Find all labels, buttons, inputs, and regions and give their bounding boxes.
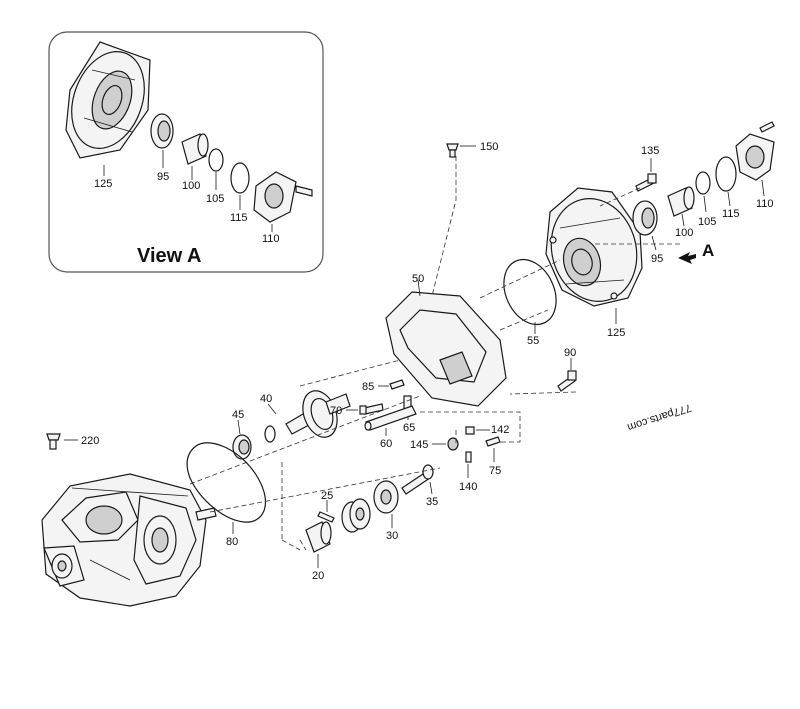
callout-150: 150: [480, 141, 498, 153]
callout-35: 35: [426, 496, 438, 508]
inset-callout-100: 100: [182, 180, 200, 192]
view-a-arrow: A: [678, 241, 714, 264]
sleeve-100: [667, 186, 695, 227]
housing-50: [385, 279, 507, 407]
spur-gear: [341, 498, 371, 533]
callout-142: 142: [491, 424, 509, 436]
inset-callout-110: 110: [262, 233, 280, 245]
view-arrow-label: A: [702, 241, 714, 260]
callout-25: 25: [321, 490, 333, 502]
watermark: 777parts.com: [626, 401, 693, 433]
inset-callout-125: 125: [94, 178, 112, 190]
sleeve-20: [305, 521, 332, 568]
callout-55: 55: [527, 335, 539, 347]
callout-110: 110: [756, 198, 774, 210]
part-75: [485, 436, 501, 447]
inset-callout-115: 115: [230, 212, 248, 224]
o-ring-55: [503, 258, 557, 334]
plug-220: [46, 433, 78, 450]
o-ring-115: [715, 156, 737, 207]
callout-145: 145: [410, 439, 428, 451]
gasket-80: [186, 442, 267, 534]
shaft-60: [364, 405, 417, 436]
pin-85: [378, 379, 405, 390]
callout-100: 100: [675, 227, 693, 239]
callout-45: 45: [232, 409, 244, 421]
callout-220: 220: [81, 435, 99, 447]
callout-50: 50: [412, 273, 424, 285]
plug-150: [446, 143, 476, 158]
bolt-35: [401, 464, 434, 495]
callout-105: 105: [698, 216, 716, 228]
flange-30: [373, 480, 399, 528]
view-a-inset: 125 95 100 105 115 110 View A: [48, 31, 324, 273]
snap-ring-gear: [264, 425, 276, 443]
callout-30: 30: [386, 530, 398, 542]
bearing-95: [632, 200, 658, 251]
small-parts-group: [432, 426, 501, 478]
callout-90: 90: [564, 347, 576, 359]
callout-75: 75: [489, 465, 501, 477]
callout-20: 20: [312, 570, 324, 582]
inset-sleeve: [181, 133, 209, 165]
part-140: [465, 451, 472, 463]
cap-110: [735, 121, 775, 197]
inset-snap-ring: [208, 148, 224, 172]
callout-60: 60: [380, 438, 392, 450]
inset-bearing: [150, 113, 174, 149]
callout-70: 70: [330, 405, 342, 417]
part-142: [465, 426, 475, 435]
callout-80: 80: [226, 536, 238, 548]
pin-25: [317, 500, 335, 523]
bearing-45: [232, 419, 252, 460]
callout-125: 125: [607, 327, 625, 339]
cover-125: [545, 187, 643, 324]
screw-70: [346, 403, 384, 415]
inset-callout-95: 95: [157, 171, 169, 183]
inset-callout-105: 105: [206, 193, 224, 205]
callout-115: 115: [722, 208, 740, 220]
bolt-90: [557, 358, 577, 392]
callout-135: 135: [641, 145, 659, 157]
inset-title: View A: [137, 245, 201, 267]
callout-95: 95: [651, 253, 663, 265]
gear-40: [267, 390, 351, 438]
inset-cover: [65, 41, 151, 159]
bolt-135: [635, 158, 657, 192]
gearbox-main: [41, 473, 217, 607]
inset-cap: [253, 171, 313, 223]
snap-ring-105: [695, 171, 711, 213]
callout-140: 140: [459, 481, 477, 493]
callout-85: 85: [362, 381, 374, 393]
callout-40: 40: [260, 393, 272, 405]
callout-65: 65: [403, 422, 415, 434]
part-145: [447, 437, 459, 451]
inset-o-ring: [230, 162, 250, 194]
